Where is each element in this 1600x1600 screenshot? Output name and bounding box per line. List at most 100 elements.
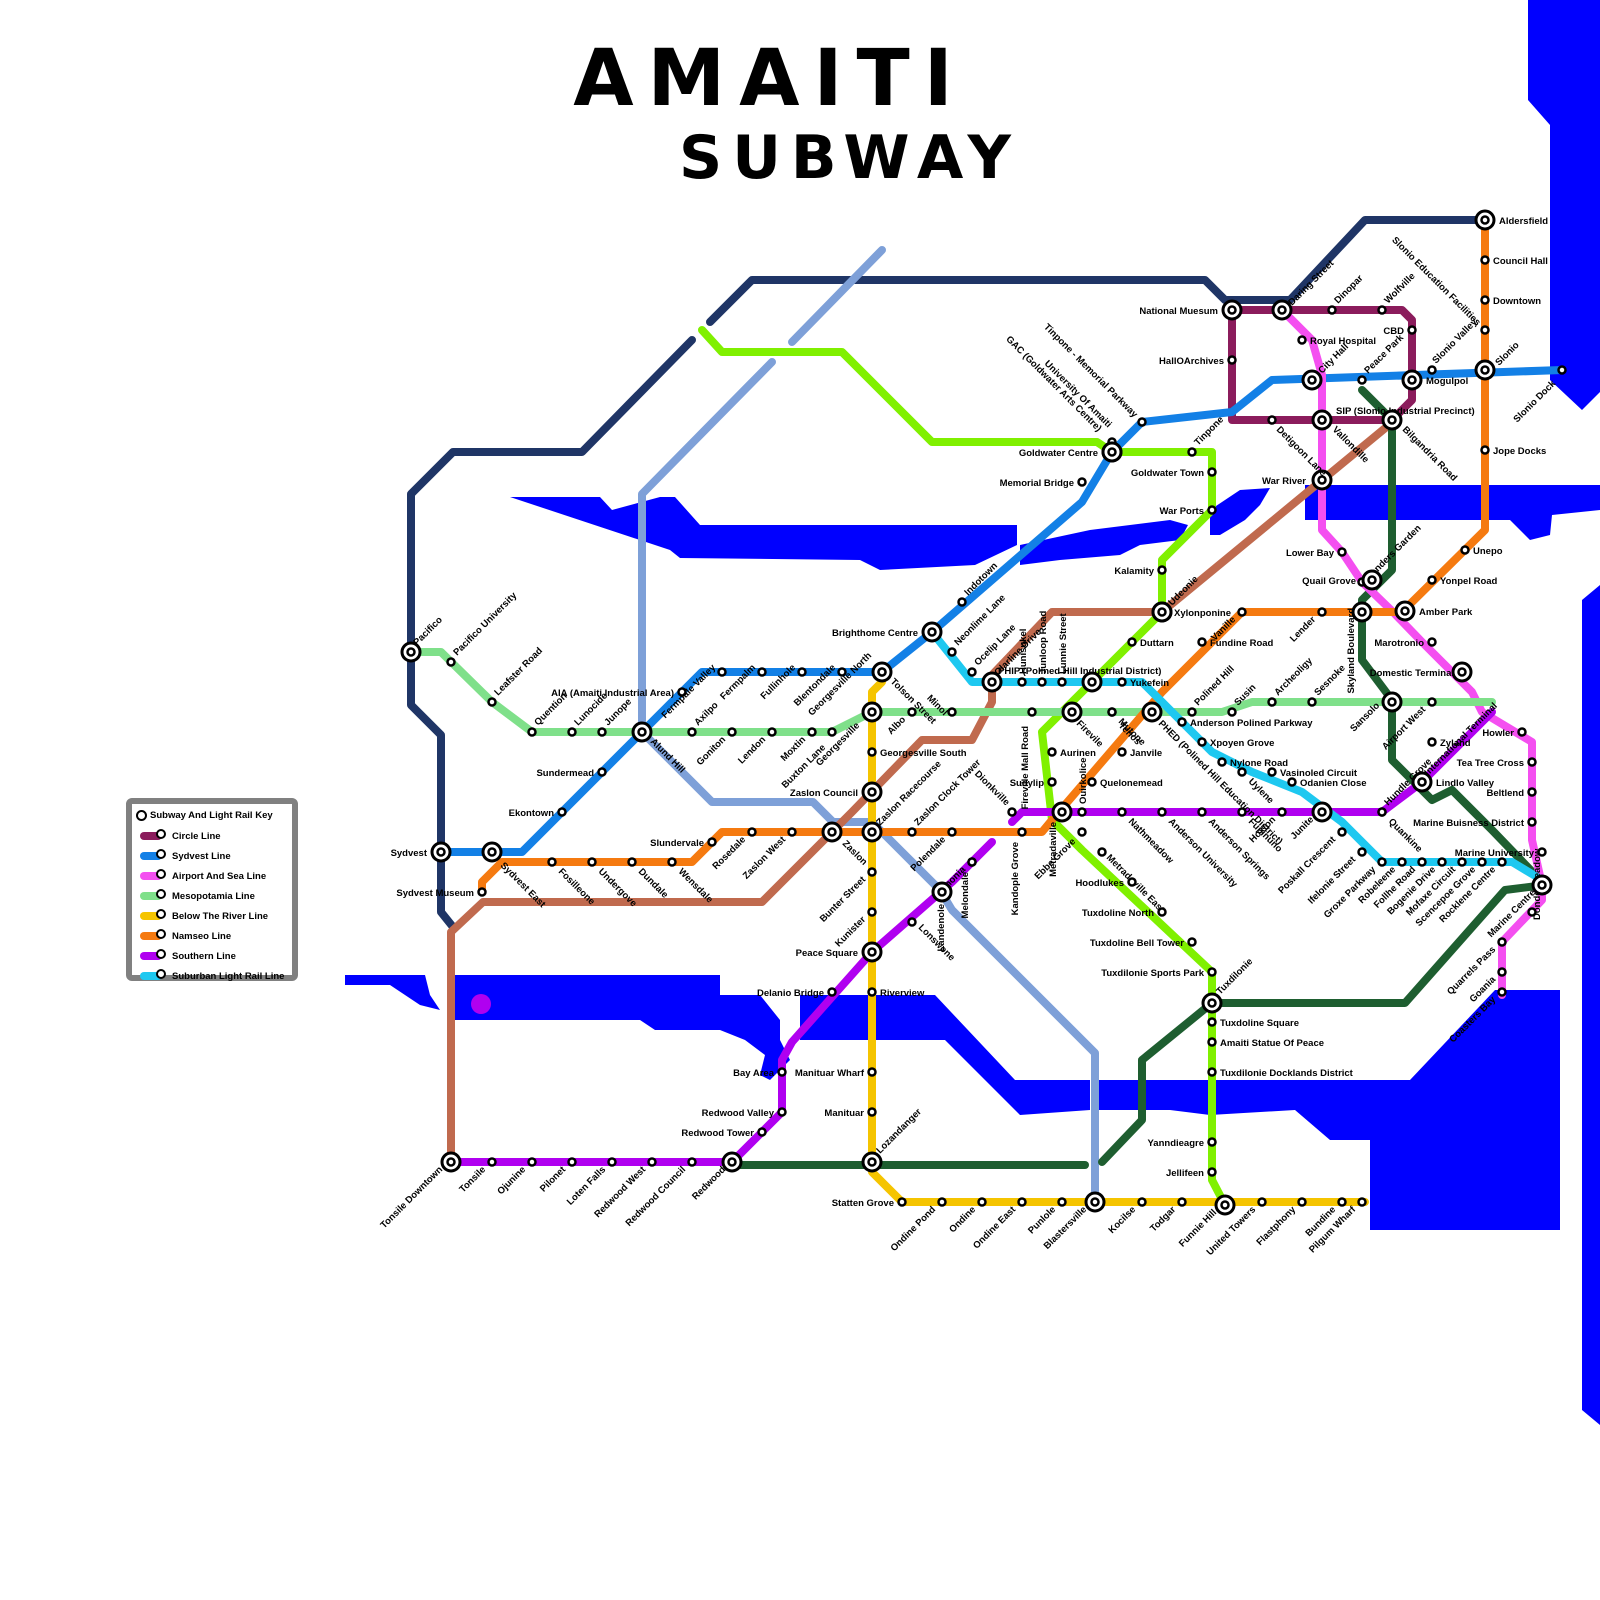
station-marker [797,667,807,677]
interchange-inner-ring [1157,607,1167,617]
station-label: Ondine Pond [889,1204,939,1254]
station-label: Marine University [1455,848,1535,859]
interchange-inner-ring [1480,215,1490,225]
station-label: Goldwater Centre [1019,448,1098,459]
station-marker [1187,937,1197,947]
station-marker [1397,857,1407,867]
station-marker [547,857,557,867]
station: Amber Park [1394,600,1473,622]
interchange-inner-ring [1227,305,1237,315]
namseo-line [478,216,1489,896]
station-marker [867,1067,877,1077]
station-marker [1137,1197,1147,1207]
station-label: Polined Hill [1192,664,1236,708]
station: Council Hall [1480,255,1548,267]
interchange-inner-ring [927,627,937,637]
station-label: Firevile [1074,718,1105,749]
sydvest-line [437,366,1566,856]
interchange-inner-ring [487,847,497,857]
station-label: War River [1262,476,1306,487]
station-label: Council Hall [1493,256,1548,267]
station-label: Aurinen [1060,748,1096,759]
interchange-inner-ring [1317,475,1327,485]
station: Slonio Valley [1427,316,1480,375]
station-label: Yanndieagre [1148,1138,1205,1149]
station-marker [477,887,487,897]
station-marker [1017,827,1027,837]
station-marker [1307,697,1317,707]
interchange-inner-ring [1480,365,1490,375]
station-marker [1127,637,1137,647]
station-marker [1187,707,1197,717]
station-marker [907,917,917,927]
station-marker [1377,305,1387,315]
station-label: Tuxdoline Bell Tower [1090,938,1184,949]
station-marker [1427,575,1437,585]
interchange-inner-ring [1147,707,1157,717]
legend-swatch [140,849,166,860]
station: Quail Grove [1302,569,1383,591]
legend-station-dot [156,829,166,839]
station-marker [1087,777,1097,787]
station: Ouirkolice [1077,758,1089,817]
station-label: Dinopar [1332,273,1365,306]
station: HallOArchives [1159,355,1237,367]
station-label: Quail Grove [1302,576,1356,587]
legend-item: Sydvest Line [140,848,231,864]
legend-swatch [140,949,166,960]
station-marker [947,827,957,837]
station-marker [527,727,537,737]
station: Bay Area [733,1067,787,1079]
legend-swatch [140,929,166,940]
station-marker [1477,857,1487,867]
station-label: Tuxdilonie [1214,956,1255,997]
station-label: Tuxdoline North [1082,908,1154,919]
interchange-inner-ring [1067,707,1077,717]
station: Sydvest Museum [396,887,487,899]
station: Domestic Terminal [1370,661,1473,683]
station-label: Slundervale [650,838,704,849]
station-label: Alund Hill [648,736,687,775]
station-label: Lendon [736,734,768,766]
station-label: Junite [1289,814,1317,842]
station-marker [867,1107,877,1117]
station-marker [1207,1037,1217,1047]
station-label: Todgar [1148,1204,1178,1234]
station-label: Udeonie [1166,574,1200,608]
station: Tuxdoline Square [1207,1017,1299,1029]
station-marker [947,647,957,657]
station-marker [1497,987,1507,997]
station-label: Sundermead [536,768,594,779]
station-marker [1237,767,1247,777]
station-label: Slonio Valley [1430,316,1480,366]
legend-item: Airport And Sea Line [140,868,266,884]
station-marker [1237,807,1247,817]
station-marker [1497,937,1507,947]
station-marker [1417,857,1427,867]
legend-line-name: Airport And Sea Line [172,870,267,882]
station-label: Kunister [833,914,868,949]
legend-swatch [140,829,166,840]
legend-line-name: Suburban Light Rail Line [172,970,285,982]
station-label: Domestic Terminal [1370,668,1454,679]
interchange-inner-ring [1317,807,1327,817]
legend-line-name: Southern Line [172,950,236,962]
station-marker [1297,335,1307,345]
station: Fireville Mall Road [1020,707,1037,809]
station-marker [787,827,797,837]
station-marker [867,987,877,997]
legend-swatch [140,909,166,920]
station: Manituar Wharf [795,1067,877,1079]
station: Tuxdilonie Docklands District [1207,1067,1354,1079]
station-marker [1057,677,1067,687]
station-marker [1077,827,1087,837]
station-label: Vasinoled Circuit [1280,768,1358,779]
station-label: Georgesville South [880,748,967,759]
station-label: Tuxdilonie Sports Park [1101,968,1204,979]
station-label: Delanio Bridge [757,988,824,999]
station: Poskall Crescent [1276,827,1347,896]
station: Sudylip [1010,777,1057,789]
station: Jellifeen [1166,1167,1217,1179]
interchange-inner-ring [406,647,416,657]
